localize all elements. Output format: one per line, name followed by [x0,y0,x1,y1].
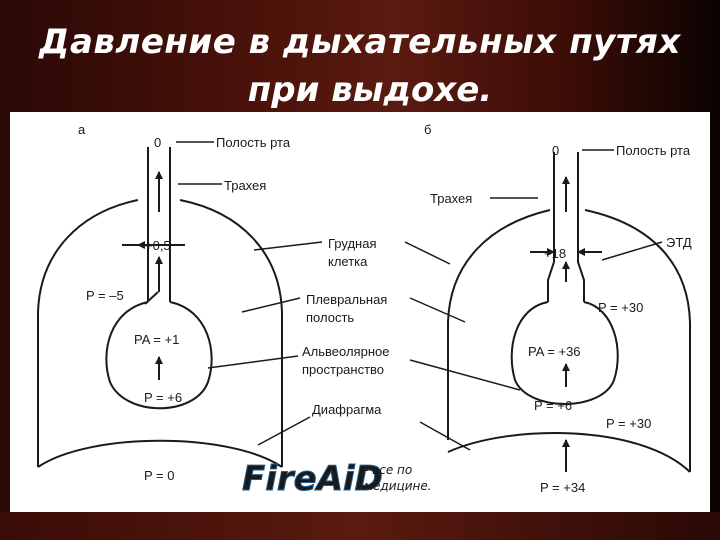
diagram-panel: а 0 Полость рта Трахея +0,5 P = –5 PA = … [10,112,710,512]
left-pleural-pressure: P = –5 [86,288,124,303]
right-abdominal-pressure: P = +34 [540,480,585,495]
right-trachea-wall-r [577,152,585,302]
right-chest-wall [447,209,551,440]
right-airway-value: +18 [544,246,566,261]
chest-wall-label-1: Грудная [328,236,377,251]
right-diaphragm [447,432,691,473]
respiratory-pressure-diagram: а 0 Полость рта Трахея +0,5 P = –5 PA = … [37,122,692,500]
right-trachea-label: Трахея [430,191,472,206]
left-mouth-label: Полость рта [216,135,291,150]
right-alveolar-pressure: PA = +36 [528,344,581,359]
left-abdominal-pressure: P = 0 [144,468,174,483]
left-airway-value: +0,5 [145,238,171,253]
left-mouth-value: 0 [154,135,161,150]
alveolar-label-2: пространство [302,362,384,377]
title-line-2: при выдохе. [247,70,493,110]
right-elastic-pressure: P = +6 [534,398,572,413]
slide-title: Давление в дыхательных путях при выдохе. [0,0,720,112]
right-diagram [447,152,691,473]
left-elastic-pressure: P = +6 [144,390,182,405]
alveolar-label-1: Альвеолярное [302,344,389,359]
logo-sub-line-2: медицине. [364,479,432,493]
left-alveolar-pressure: PA = +1 [134,332,179,347]
slide-bottom-band [0,512,720,540]
fireaid-logo: FireAiD - все по медицине. [242,459,432,500]
left-chest-wall-right [179,199,283,467]
left-diagram [37,147,283,468]
right-panel-letter: б [424,122,431,137]
right-trachea-wall-l [547,152,555,302]
left-panel-letter: а [78,122,86,137]
right-mouth-value: 0 [552,143,559,158]
pleural-label-2: полость [306,310,354,325]
right-etd-label: ЭТД [666,235,692,250]
logo-sub-line-1: - все по [364,463,412,477]
right-mouth-label: Полость рта [616,143,691,158]
left-chest-wall [37,199,139,467]
left-trachea-label: Трахея [224,178,266,193]
diaphragm-label: Диафрагма [312,402,382,417]
left-arrows [122,171,185,380]
pleural-label-1: Плевральная [306,292,387,307]
right-pleural-pressure: P = +30 [598,300,643,315]
right-arrows [530,176,602,472]
chest-wall-label-2: клетка [328,254,368,269]
right-lower-pleural-pressure: P = +30 [606,416,651,431]
logo-main-text: FireAiD [242,459,383,499]
left-diaphragm [37,439,283,468]
title-line-1: Давление в дыхательных путях [39,22,681,62]
left-alveolus [105,301,213,410]
right-alveolus [510,301,619,405]
right-chest-wall-right [584,209,691,472]
center-leader-lines [207,241,521,451]
